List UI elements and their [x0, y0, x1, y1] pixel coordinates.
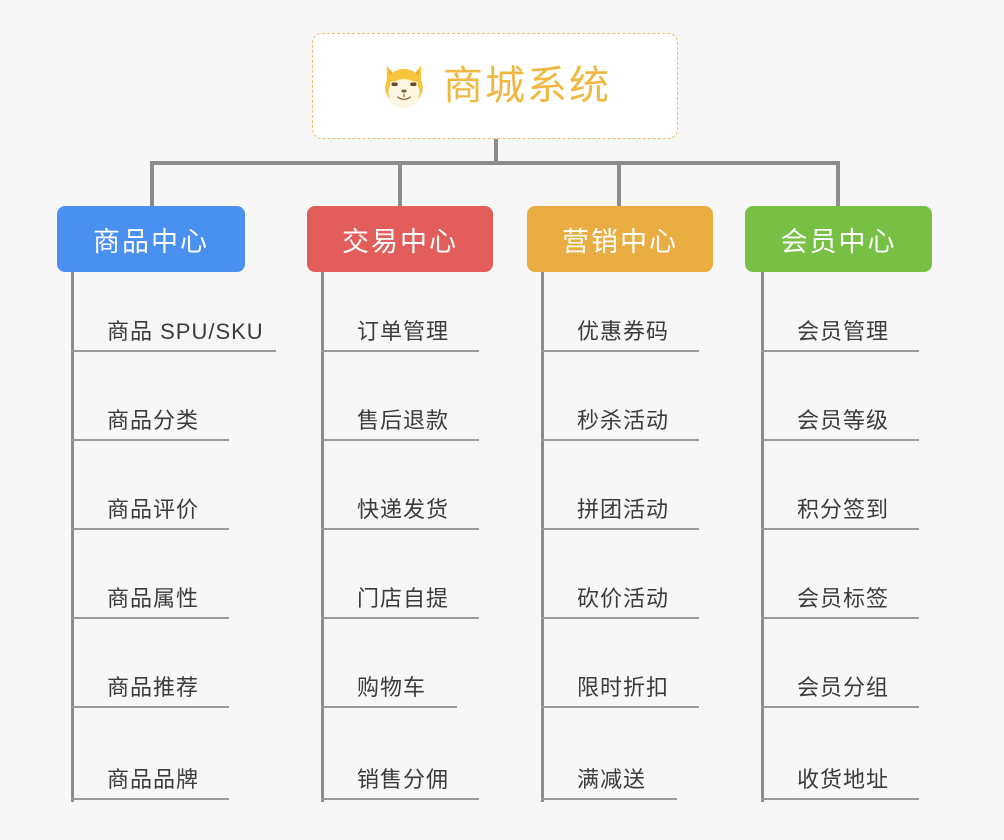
root-node-card[interactable]: 商城系统	[312, 33, 678, 139]
connector-root-stem	[494, 139, 498, 164]
leaf-underline	[321, 706, 457, 708]
leaf-label: 收货地址	[797, 767, 890, 792]
leaf-spine	[541, 272, 544, 802]
leaf-label: 商品分类	[107, 408, 200, 433]
leaf-underline	[71, 350, 276, 352]
leaf-label: 会员分组	[797, 675, 890, 700]
leaf-underline	[541, 350, 699, 352]
connector-drop-1	[150, 161, 154, 206]
leaf-label: 商品评价	[107, 497, 200, 522]
leaf-label: 限时折扣	[577, 675, 670, 700]
leaf-label: 商品品牌	[107, 767, 200, 792]
branch-header-会员中心[interactable]: 会员中心	[745, 206, 932, 272]
leaf-underline	[71, 528, 229, 530]
leaf-underline	[321, 439, 479, 441]
leaf-spine	[71, 272, 74, 802]
leaf-underline	[541, 617, 699, 619]
leaf-underline	[321, 617, 479, 619]
leaf-label: 商品推荐	[107, 675, 200, 700]
branch-label: 商品中心	[93, 226, 209, 257]
leaf-underline	[71, 617, 229, 619]
branch-label: 交易中心	[342, 226, 458, 257]
leaf-label: 订单管理	[357, 319, 450, 344]
shiba-dog-face-icon	[385, 65, 423, 108]
leaf-label: 快递发货	[357, 497, 450, 522]
leaf-label: 会员管理	[797, 319, 890, 344]
leaf-label: 优惠券码	[577, 319, 670, 344]
leaf-underline	[71, 798, 229, 800]
leaf-spine	[761, 272, 764, 802]
connector-drop-3	[617, 161, 621, 206]
leaf-underline	[761, 706, 919, 708]
leaf-label: 会员等级	[797, 408, 890, 433]
leaf-label: 商品 SPU/SKU	[107, 319, 264, 344]
leaf-label: 购物车	[357, 675, 427, 700]
branch-header-交易中心[interactable]: 交易中心	[307, 206, 493, 272]
leaf-underline	[321, 798, 479, 800]
leaf-underline	[321, 528, 479, 530]
leaf-underline	[321, 350, 479, 352]
leaf-underline	[761, 528, 919, 530]
leaf-underline	[761, 439, 919, 441]
leaf-spine	[321, 272, 324, 802]
leaf-label: 会员标签	[797, 586, 890, 611]
leaf-underline	[761, 617, 919, 619]
leaf-label: 拼团活动	[577, 497, 670, 522]
connector-drop-4	[836, 161, 840, 206]
leaf-label: 满减送	[577, 767, 647, 792]
branch-label: 会员中心	[780, 226, 897, 257]
branch-label: 营销中心	[562, 226, 678, 257]
leaf-label: 积分签到	[797, 497, 890, 522]
branch-header-商品中心[interactable]: 商品中心	[57, 206, 245, 272]
leaf-underline	[541, 528, 699, 530]
connector-horizontal-bus	[150, 161, 840, 165]
leaf-underline	[761, 350, 919, 352]
leaf-label: 销售分佣	[357, 767, 450, 792]
leaf-label: 砍价活动	[577, 586, 670, 611]
connector-drop-2	[398, 161, 402, 206]
leaf-label: 门店自提	[357, 586, 450, 611]
leaf-label: 秒杀活动	[577, 408, 670, 433]
leaf-underline	[761, 798, 919, 800]
leaf-underline	[71, 706, 229, 708]
root-title: 商城系统	[443, 64, 611, 108]
leaf-underline	[71, 439, 229, 441]
leaf-underline	[541, 798, 677, 800]
leaf-label: 商品属性	[107, 586, 200, 611]
leaf-underline	[541, 439, 699, 441]
leaf-label: 售后退款	[357, 408, 450, 433]
branch-header-营销中心[interactable]: 营销中心	[527, 206, 713, 272]
leaf-underline	[541, 706, 699, 708]
